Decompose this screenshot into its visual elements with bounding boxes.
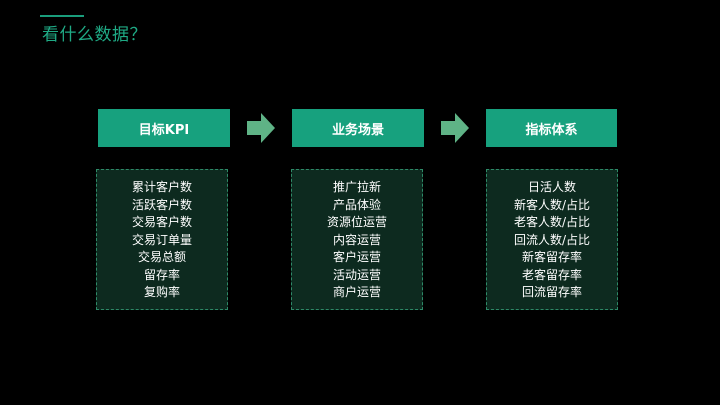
list-item: 交易订单量 — [131, 232, 192, 247]
title-accent-line — [40, 15, 84, 17]
column-header-kpi: 目标KPI — [98, 109, 230, 147]
column-list-metrics: 日活人数 新客人数/占比 老客人数/占比 回流人数/占比 新客留存率 老客留存率… — [486, 169, 618, 310]
column-header-scenario: 业务场景 — [292, 109, 424, 147]
list-item: 新客留存率 — [521, 250, 582, 264]
column-list-scenario: 推广拉新 产品体验 资源位运营 内容运营 客户运营 活动运营 商户运营 — [291, 169, 423, 310]
list-item: 回流留存率 — [521, 285, 582, 299]
page-title: 看什么数据？ — [42, 25, 147, 45]
list-item: 累计客户数 — [131, 180, 192, 194]
list-item: 复购率 — [143, 285, 180, 299]
list-item: 老客留存率 — [521, 267, 582, 282]
list-item: 留存率 — [143, 267, 180, 282]
list-item: 客户运营 — [332, 250, 381, 264]
list-item: 商户运营 — [332, 285, 381, 299]
list-item: 交易客户数 — [131, 215, 192, 229]
list-item: 回流人数/占比 — [513, 232, 591, 247]
list-item: 活动运营 — [332, 267, 381, 282]
list-item: 日活人数 — [527, 180, 576, 194]
list-item: 活跃客户数 — [131, 197, 192, 212]
list-item: 交易总额 — [137, 250, 186, 264]
arrow-right-icon — [441, 113, 469, 143]
arrow-right-icon — [247, 113, 275, 143]
list-item: 推广拉新 — [332, 180, 381, 194]
list-item: 内容运营 — [332, 232, 381, 247]
list-item: 资源位运营 — [326, 215, 387, 229]
list-item: 老客人数/占比 — [513, 215, 591, 229]
list-item: 产品体验 — [332, 197, 381, 212]
list-item: 新客人数/占比 — [513, 197, 591, 212]
column-header-metrics: 指标体系 — [486, 109, 617, 147]
column-list-kpi: 累计客户数 活跃客户数 交易客户数 交易订单量 交易总额 留存率 复购率 — [96, 169, 228, 310]
